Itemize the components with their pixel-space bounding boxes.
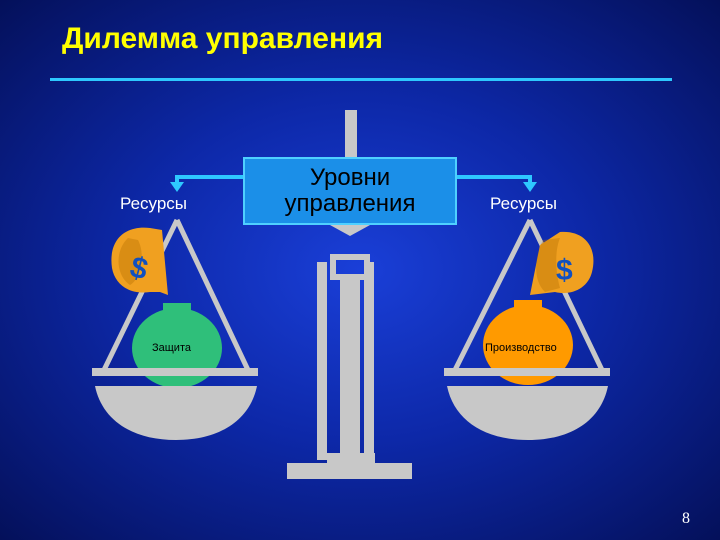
right-pan-bar bbox=[444, 368, 610, 376]
left-bag-label: Защита bbox=[152, 342, 191, 354]
left-pan bbox=[95, 386, 257, 440]
left-pan-bar bbox=[92, 368, 258, 376]
right-bag-body bbox=[483, 305, 573, 385]
right-pan bbox=[447, 386, 608, 440]
slide-title: Дилемма управления bbox=[62, 22, 384, 55]
center-box-line1: Уровни bbox=[309, 164, 391, 191]
right-bag-neck bbox=[514, 300, 542, 310]
left-string-a bbox=[101, 218, 180, 372]
scale-column-left bbox=[317, 262, 327, 460]
dollar-bag-icon: $ bbox=[111, 227, 168, 295]
scale-pivot bbox=[330, 225, 370, 236]
left-connector bbox=[175, 175, 243, 185]
center-box-line2: управления bbox=[284, 190, 416, 217]
management-levels-box: Уровни управления bbox=[243, 157, 457, 225]
page-number: 8 bbox=[682, 510, 690, 527]
scale-base bbox=[287, 463, 412, 479]
left-string-b bbox=[174, 218, 251, 372]
right-bag-label: Производство bbox=[485, 342, 557, 354]
dollar-bag-icon: $ bbox=[530, 231, 594, 295]
scale-base-step bbox=[327, 453, 375, 465]
scale-column-right bbox=[364, 262, 374, 460]
left-resources-label: Ресурсы bbox=[120, 194, 188, 213]
arrow-down-icon bbox=[170, 182, 184, 192]
scale-collar bbox=[330, 254, 370, 280]
right-connector bbox=[457, 175, 532, 185]
svg-text:$: $ bbox=[556, 254, 573, 287]
scale-top-post bbox=[345, 110, 357, 170]
title-underline bbox=[50, 78, 672, 81]
arrow-down-icon bbox=[523, 182, 537, 192]
right-resources-label: Ресурсы bbox=[490, 194, 558, 213]
left-bag-neck bbox=[163, 303, 191, 313]
right-string-a bbox=[452, 218, 533, 372]
scale-column-center bbox=[340, 277, 360, 460]
